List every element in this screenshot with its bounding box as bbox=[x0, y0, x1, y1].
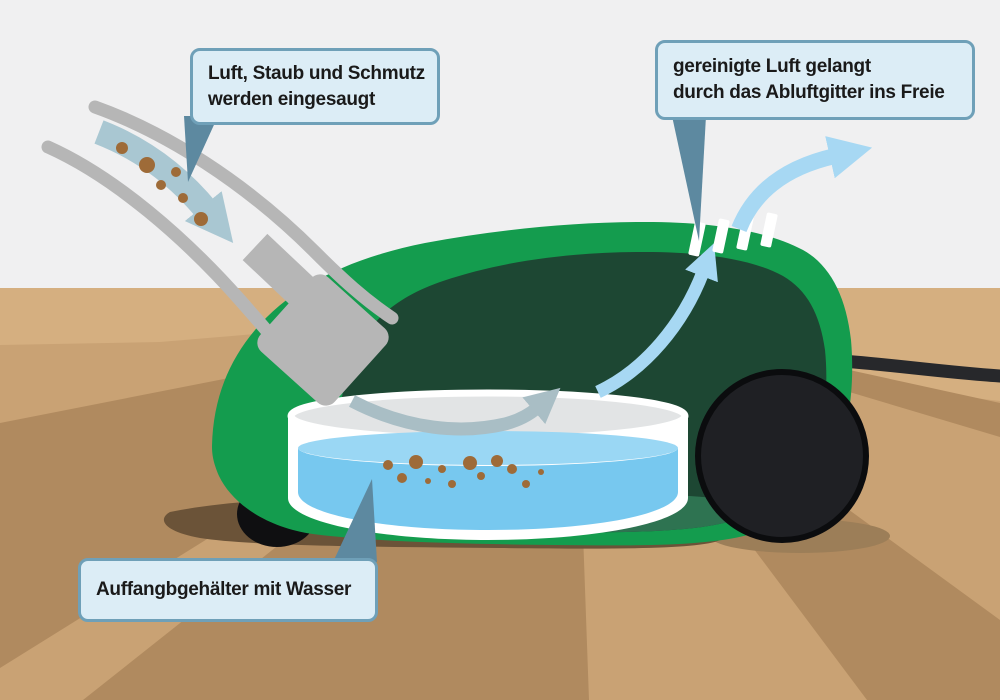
callout-exhaust-line1: gereinigte Luft gelangt bbox=[673, 56, 871, 77]
airflow-arrow-over-water bbox=[349, 387, 561, 436]
callout-pointer-container bbox=[333, 479, 377, 562]
callout-intake: Luft, Staub und Schmutz werden eingesaug… bbox=[190, 48, 440, 125]
callout-water-container-line1: Auffangbgehälter mit Wasser bbox=[96, 579, 352, 600]
hose-airflow-arrow bbox=[94, 120, 234, 243]
hose-wall-upper bbox=[88, 100, 399, 325]
callout-intake-line2: werden eingesaugt bbox=[208, 88, 375, 110]
nozzle-head bbox=[257, 274, 389, 406]
water bbox=[298, 448, 678, 530]
airflow-arrow-exhaust bbox=[731, 136, 873, 233]
callout-pointer-exhaust bbox=[672, 116, 706, 241]
callout-exhaust: gereinigte Luft gelangt durch das Abluft… bbox=[655, 40, 975, 120]
callout-water-container: Auffangbgehälter mit Wasser bbox=[78, 558, 378, 622]
suction-hose bbox=[41, 100, 399, 406]
water-container bbox=[287, 389, 689, 540]
rear-wheel bbox=[695, 369, 869, 543]
hose-wall-lower bbox=[41, 140, 290, 357]
water-surface bbox=[298, 431, 678, 465]
callout-exhaust-line2: durch das Abluftgitter ins Freie bbox=[673, 82, 945, 103]
airflow-arrow-to-grille bbox=[595, 243, 718, 398]
callout-intake-line1: Luft, Staub und Schmutz bbox=[208, 62, 425, 84]
dust-particles-in-water bbox=[383, 455, 544, 488]
callout-pointer-intake bbox=[184, 116, 218, 182]
dust-particles-in-hose bbox=[116, 142, 208, 226]
